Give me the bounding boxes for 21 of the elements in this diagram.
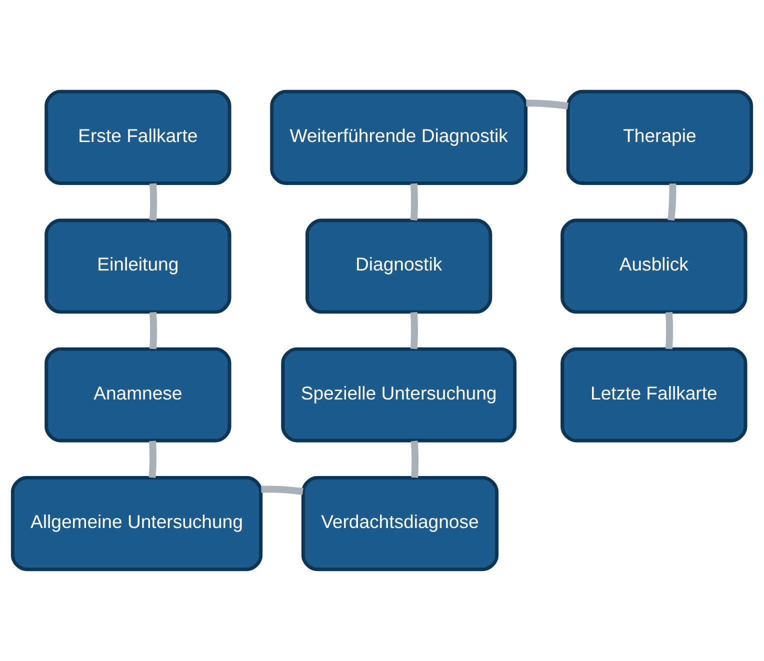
node-box: Verdachtsdiagnose [301, 476, 499, 572]
node-box: Letzte Fallkarte [560, 347, 748, 442]
connector [665, 312, 674, 350]
node-box: Therapie [566, 90, 754, 185]
connector [410, 440, 419, 478]
connector [261, 486, 304, 496]
connector [668, 183, 676, 221]
connector [410, 312, 418, 350]
node-box: Ausblick [560, 218, 748, 314]
connector [410, 183, 418, 220]
node-box: Weiterführende Diagnostik [270, 90, 528, 185]
connector [148, 440, 156, 478]
node-box: Erste Fallkarte [44, 90, 232, 185]
connector [150, 183, 158, 220]
node-box: Spezielle Untersuchung [281, 347, 516, 442]
node-box: Einleitung [44, 218, 232, 314]
connector [150, 312, 158, 350]
node-box: Diagnostik [305, 218, 492, 314]
connector [526, 100, 568, 110]
node-box: Anamnese [44, 347, 232, 442]
node-box: Allgemeine Untersuchung [10, 476, 263, 572]
